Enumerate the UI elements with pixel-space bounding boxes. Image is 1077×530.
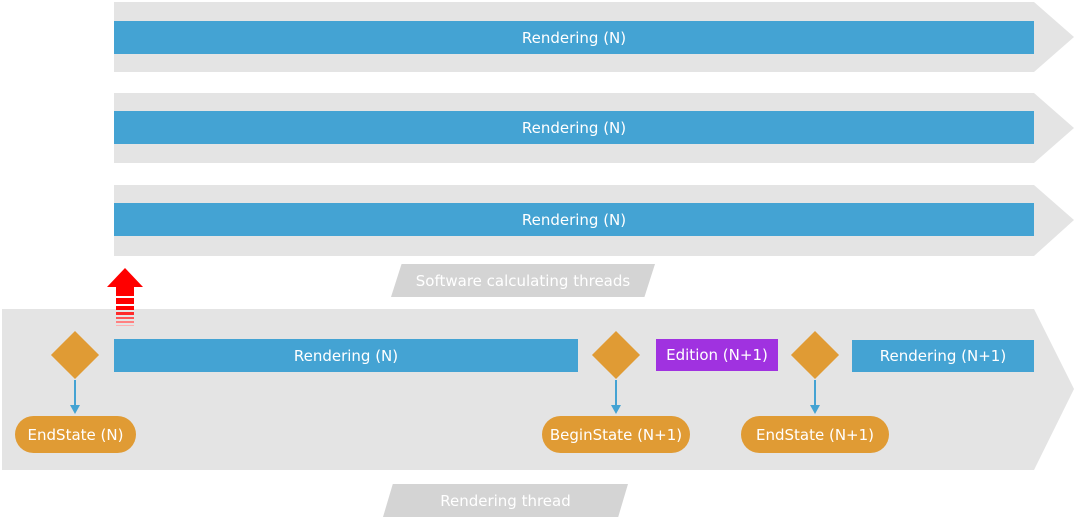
down-arrow-icon — [70, 380, 80, 414]
software-thread-bar-1: Rendering (N) — [114, 21, 1034, 54]
bar-label: Rendering (N) — [521, 28, 627, 47]
edition-bar-n1: Edition (N+1) — [656, 339, 778, 371]
rendering-thread-arrow — [2, 309, 1074, 470]
down-arrow-icon — [611, 380, 621, 414]
state-begin-n1: BeginState (N+1) — [542, 416, 690, 453]
up-arrow-signal-icon — [107, 268, 143, 326]
state-end-n1: EndState (N+1) — [741, 416, 889, 453]
bar-label: Edition (N+1) — [666, 346, 768, 364]
state-label: BeginState (N+1) — [549, 425, 683, 444]
state-end-n: EndState (N) — [15, 416, 136, 453]
bar-label: Rendering (N) — [521, 118, 627, 137]
rendering-thread-caption: Rendering thread — [383, 484, 628, 517]
down-arrow-icon — [810, 380, 820, 414]
state-label: EndState (N+1) — [755, 425, 874, 444]
caption-text: Software calculating threads — [415, 271, 631, 290]
rendering-bar-n: Rendering (N) — [114, 339, 578, 372]
bar-label: Rendering (N) — [293, 346, 399, 365]
software-threads-caption: Software calculating threads — [391, 264, 655, 297]
state-label: EndState (N) — [27, 425, 124, 444]
bar-label: Rendering (N+1) — [879, 347, 1007, 365]
rendering-bar-n1: Rendering (N+1) — [852, 340, 1034, 372]
caption-text: Rendering thread — [440, 491, 571, 510]
software-thread-bar-2: Rendering (N) — [114, 111, 1034, 144]
bar-label: Rendering (N) — [521, 210, 627, 229]
software-thread-bar-3: Rendering (N) — [114, 203, 1034, 236]
